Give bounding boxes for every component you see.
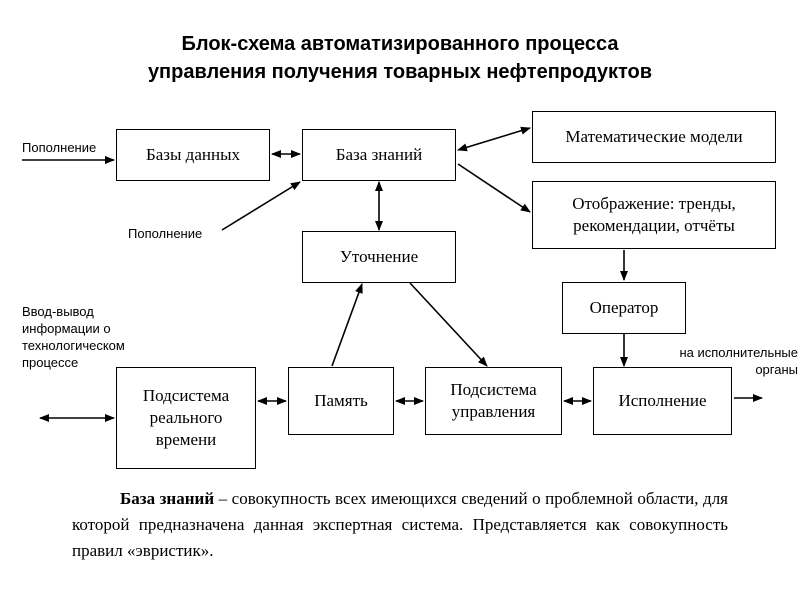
box-refinement: Уточнение — [302, 231, 456, 283]
box-realtime-subsystem: Подсистема реального времени — [116, 367, 256, 469]
arrow-memory-refinement — [331, 283, 363, 367]
arrow-refinement-control — [409, 282, 488, 367]
label-io-info: Ввод-вывод информации о технологическом … — [22, 304, 125, 370]
box-execution: Исполнение — [593, 367, 732, 435]
arrow-knowledge-display — [457, 163, 531, 213]
box-math-models: Математические модели — [532, 111, 776, 163]
diagram-title: Блок-схема автоматизированного процесса … — [0, 30, 800, 86]
definition-text: – совокупность всех имеющихся сведений о… — [72, 489, 728, 560]
label-replenishment-bottom: Пополнение — [128, 226, 203, 241]
box-memory: Память — [288, 367, 394, 435]
knowledge-base-definition: База знаний – совокупность всех имеющихс… — [72, 486, 728, 564]
label-replenishment-left: Пополнение — [22, 140, 97, 155]
arrow-knowledge-math — [457, 126, 531, 152]
title-line-1: Блок-схема автоматизированного процесса — [181, 33, 619, 55]
definition-term: База знаний — [120, 489, 215, 508]
box-databases: Базы данных — [116, 129, 270, 181]
box-display: Отображение: тренды, рекомендации, отчёт… — [532, 181, 776, 249]
box-control-subsystem: Подсистема управления — [425, 367, 562, 435]
title-line-2: управления получения товарных нефтепроду… — [147, 61, 653, 83]
box-operator: Оператор — [562, 282, 686, 334]
arrow-replenishment-to-knowledge — [221, 181, 301, 231]
box-knowledge-base: База знаний — [302, 129, 456, 181]
label-to-actuators: на исполнительные органы — [679, 345, 798, 377]
